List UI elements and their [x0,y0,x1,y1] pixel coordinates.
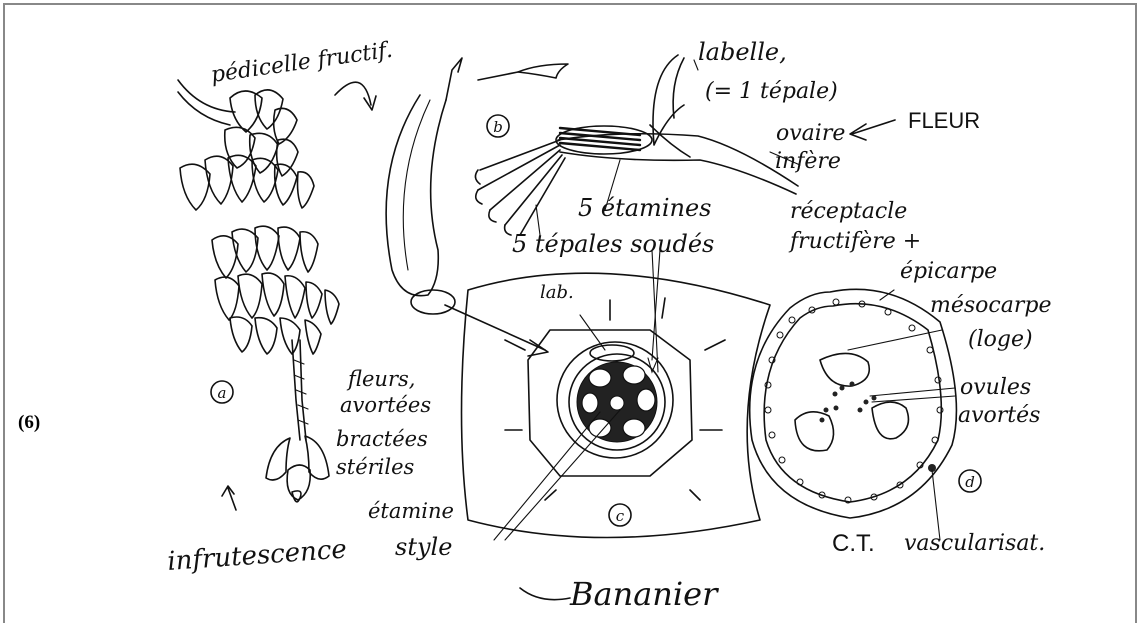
label-lab: lab. [540,282,574,303]
label-epicarpe: épicarpe [900,259,997,284]
label-ovules: ovules [960,375,1031,400]
label-tepales: 5 tépales soudés [512,230,714,258]
banana-fruit-drawing [335,58,568,356]
fruit-cross-section [750,289,957,540]
label-labelle-note: (= 1 tépale) [705,79,838,104]
label-style: style [395,533,452,561]
label-pedicelle: pédicelle fructif. [209,38,394,88]
label-etamine: étamine [368,499,454,523]
label-ct: C.T. [832,530,875,557]
label-mesocarpe: mésocarpe [930,293,1051,318]
label-loge: (loge) [968,327,1033,352]
label-fleurs: fleurs, [346,367,415,391]
label-labelle: labelle, [698,38,787,66]
panel-marker-a: a [218,384,227,402]
label-avortes: avortés [958,403,1040,428]
label-receptacle: réceptacle [790,199,907,224]
panel-marker-b: b [493,118,503,136]
infrutescence-drawing [178,80,339,510]
label-fructifere: fructifère + [788,229,921,254]
label-bractees: bractées [336,427,428,451]
label-etamines: 5 étamines [578,194,711,222]
label-infere: infère [775,149,841,174]
label-ovaire: ovaire [776,121,845,146]
label-infrutescence: infrutescence [166,535,347,577]
label-avortees: avortées [340,393,431,417]
label-steriles: stériles [336,455,415,479]
label-fleur: FLEUR [908,108,980,133]
panel-marker-c: c [616,507,625,525]
title-flourish [520,588,570,600]
flower-cross-section [462,250,771,540]
figure-title: Bananier [569,575,719,613]
label-vascularisat: vascularisat. [904,531,1045,556]
panel-marker-d: d [965,473,975,491]
